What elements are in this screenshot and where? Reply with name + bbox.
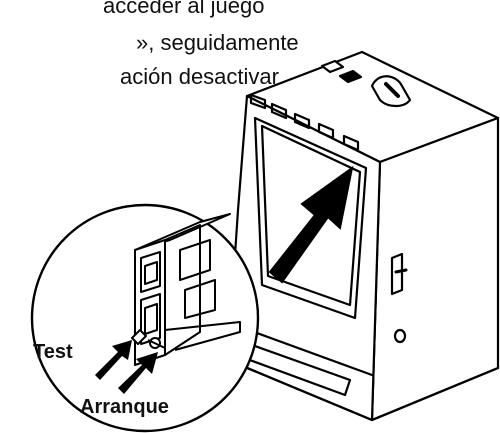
- test-switch: [131, 329, 147, 345]
- test-arrow: [95, 340, 132, 380]
- text-line-1: acceder al juego: [103, 0, 265, 18]
- side-handle: [390, 252, 404, 296]
- start-label: Arranque: [80, 396, 169, 418]
- key-lock: [370, 75, 412, 108]
- text-line-2: », seguidamente: [136, 30, 299, 55]
- top-buttons: [249, 93, 360, 152]
- test-label: Test: [33, 341, 73, 363]
- side-lock: [393, 328, 407, 344]
- switch-module: [131, 213, 241, 366]
- insert-arrow: [268, 165, 354, 284]
- text-line-3: ación desactivar: [120, 64, 279, 89]
- top-slot-2: [338, 69, 363, 84]
- screen-frame: [253, 116, 368, 320]
- start-arrow: [118, 352, 158, 394]
- top-slot-1: [320, 59, 345, 74]
